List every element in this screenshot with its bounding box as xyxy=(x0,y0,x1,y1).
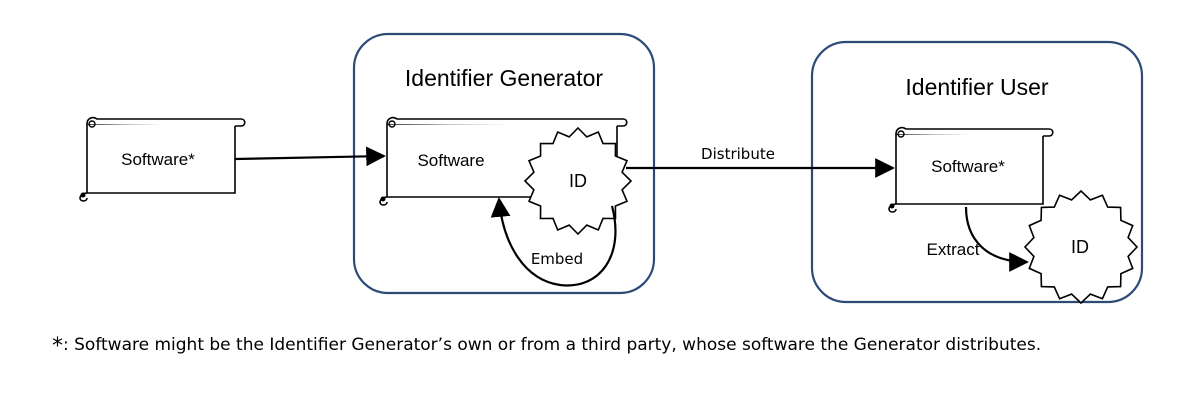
identifier-generator-title: Identifier Generator xyxy=(405,65,604,91)
generator-software-label: Software xyxy=(417,151,484,170)
identifier-user-title: Identifier User xyxy=(905,74,1049,100)
user-software-scroll: Software* xyxy=(888,126,1054,213)
distribute-label: Distribute xyxy=(701,145,775,163)
input-software-label: Software* xyxy=(121,150,195,169)
identifier-user-box xyxy=(810,40,1144,304)
input-software-scroll: Software* xyxy=(79,116,246,202)
user-id-badge xyxy=(1023,189,1139,305)
embed-loop-arrow xyxy=(490,197,617,287)
identifier-generator-box xyxy=(352,32,656,295)
generator-id-label: ID xyxy=(569,171,587,191)
footnote: *: Software might be the Identifier Gene… xyxy=(52,334,1041,359)
input-arrow xyxy=(234,146,386,167)
user-id-label: ID xyxy=(1071,237,1089,257)
footnote-marker: * xyxy=(52,334,63,359)
user-software-label: Software* xyxy=(931,157,1005,176)
generator-id-badge xyxy=(523,126,633,236)
extract-label: Extract xyxy=(927,240,980,259)
footnote-text: : Software might be the Identifier Gener… xyxy=(63,335,1042,355)
embed-label: Embed xyxy=(531,250,583,268)
extract-arrow xyxy=(964,206,1029,272)
